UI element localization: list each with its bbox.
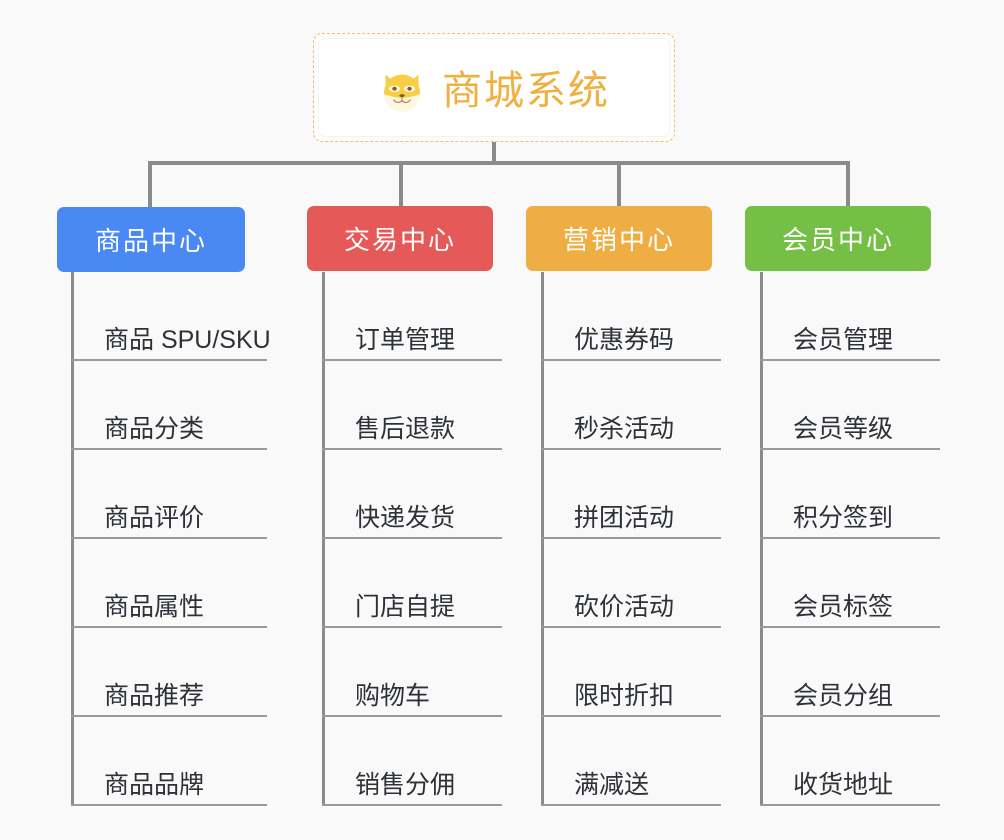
leaf-column-spine [71,272,74,806]
leaf-item[interactable]: 拼团活动 [541,450,721,539]
leaf-item-label: 会员分组 [793,682,894,711]
leaf-item-label: 门店自提 [355,593,456,622]
branch-node-4-label: 会员中心 [781,225,894,255]
root-node-content: 商城系统 [378,67,610,115]
leaf-item-label: 优惠券码 [574,326,675,355]
leaf-item[interactable]: 购物车 [322,628,502,717]
leaf-item-label: 秒杀活动 [574,415,675,444]
branch-node-2[interactable]: 交易中心 [307,206,493,271]
leaf-item-label: 收货地址 [793,771,894,800]
leaf-item-label: 会员等级 [793,415,894,444]
leaf-item-label: 拼团活动 [574,504,675,533]
leaf-item[interactable]: 会员标签 [760,539,940,628]
connector-drop-4 [846,161,850,207]
leaf-item[interactable]: 秒杀活动 [541,361,721,450]
leaf-item-label: 满减送 [574,771,650,800]
leaf-column-spine [322,272,325,806]
leaf-item-label: 商品品牌 [104,771,205,800]
leaf-item-label: 商品评价 [104,504,205,533]
branch-node-4[interactable]: 会员中心 [745,206,931,271]
leaf-item[interactable]: 商品推荐 [71,628,267,717]
leaf-item[interactable]: 快递发货 [322,450,502,539]
leaf-item-label: 限时折扣 [574,682,675,711]
connector-horizontal-bus [148,161,850,165]
leaf-item-label: 商品分类 [104,415,205,444]
leaf-item[interactable]: 会员等级 [760,361,940,450]
leaf-item-label: 销售分佣 [355,771,456,800]
leaf-item-label: 砍价活动 [574,593,675,622]
leaf-item[interactable]: 收货地址 [760,717,940,806]
leaf-item-label: 会员标签 [793,593,894,622]
branch-node-1[interactable]: 商品中心 [57,207,245,272]
branch-node-3[interactable]: 营销中心 [526,206,712,271]
leaf-item[interactable]: 会员分组 [760,628,940,717]
root-title: 商城系统 [442,68,610,113]
connector-drop-2 [399,161,403,207]
leaf-item-label: 商品 SPU/SKU [104,326,271,355]
leaf-item[interactable]: 商品评价 [71,450,267,539]
root-node[interactable]: 商城系统 [313,33,675,142]
leaf-item-label: 会员管理 [793,326,894,355]
leaf-item[interactable]: 会员管理 [760,272,940,361]
leaf-item[interactable]: 售后退款 [322,361,502,450]
leaf-item[interactable]: 订单管理 [322,272,502,361]
connector-root-stem [492,142,496,164]
leaf-item-label: 购物车 [355,682,431,711]
leaf-column-spine [760,272,763,806]
root-node-inner-frame [319,39,669,136]
leaf-item[interactable]: 优惠券码 [541,272,721,361]
connector-drop-3 [617,161,621,207]
leaf-item[interactable]: 商品 SPU/SKU [71,272,271,361]
leaf-item[interactable]: 销售分佣 [322,717,502,806]
leaf-item[interactable]: 限时折扣 [541,628,721,717]
leaf-item-label: 订单管理 [355,326,456,355]
leaf-column-spine [541,272,544,806]
leaf-item[interactable]: 满减送 [541,717,721,806]
leaf-item[interactable]: 商品品牌 [71,717,267,806]
leaf-item-label: 售后退款 [355,415,456,444]
leaf-item[interactable]: 砍价活动 [541,539,721,628]
branch-node-3-label: 营销中心 [562,225,675,255]
leaf-item[interactable]: 积分签到 [760,450,940,539]
branch-node-1-label: 商品中心 [94,226,207,256]
leaf-item-label: 快递发货 [355,504,456,533]
leaf-item[interactable]: 商品分类 [71,361,267,450]
leaf-item-label: 积分签到 [793,504,894,533]
shiba-dog-icon [384,74,420,112]
leaf-item-label: 商品推荐 [104,682,205,711]
leaf-item[interactable]: 门店自提 [322,539,502,628]
leaf-item[interactable]: 商品属性 [71,539,267,628]
leaf-item-label: 商品属性 [104,593,205,622]
branch-node-2-label: 交易中心 [343,225,456,255]
connector-drop-1 [148,161,152,207]
